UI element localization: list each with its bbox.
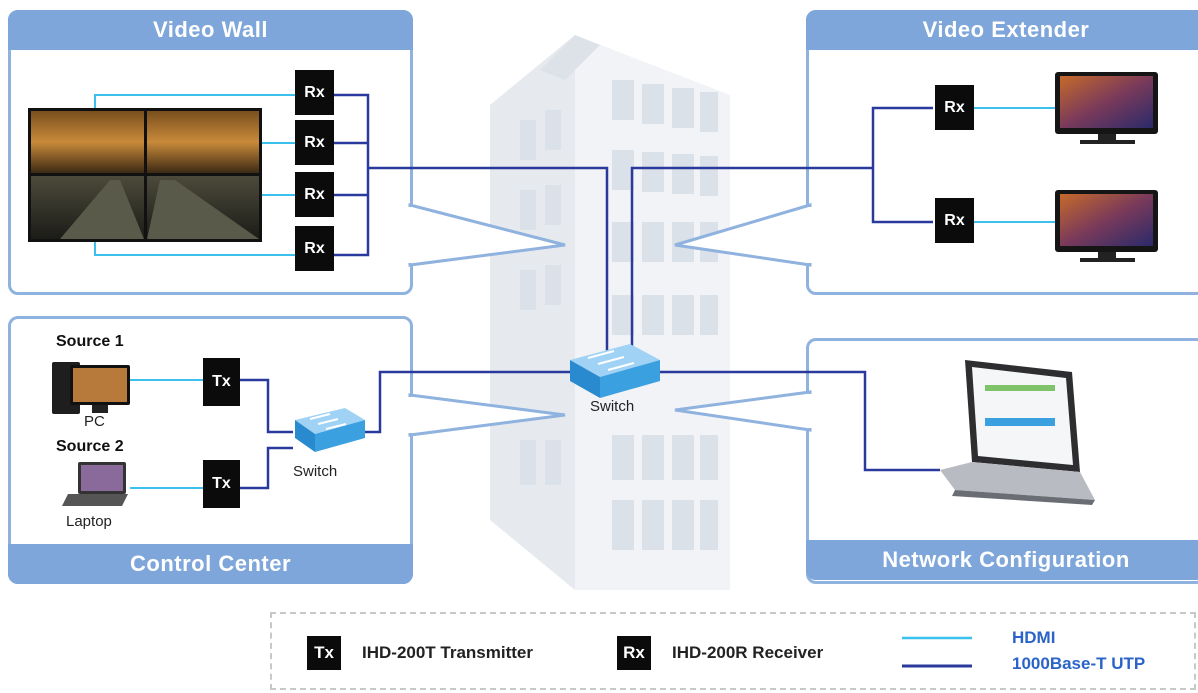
video-wall-rx-2: Rx: [295, 120, 334, 165]
legend-lines: [902, 636, 972, 668]
video-wall-rx-1: Rx: [295, 70, 334, 115]
control-tx-2: Tx: [203, 460, 240, 508]
laptop-label: Laptop: [66, 513, 112, 530]
laptop-small-icon: [62, 462, 128, 506]
source-2-label: Source 2: [56, 438, 124, 455]
pc-icon: [52, 362, 130, 414]
legend-tx-box: Tx: [307, 636, 341, 670]
video-extender-rx-1: Rx: [935, 85, 974, 130]
legend-rx-box: Rx: [617, 636, 651, 670]
control-switch-label: Switch: [293, 463, 338, 480]
pc-label: PC: [84, 413, 105, 430]
video-extender-rx-2: Rx: [935, 198, 974, 243]
legend-hdmi-label: HDMI: [1012, 628, 1056, 647]
control-center-title: Control Center: [8, 544, 413, 584]
control-tx-1: Tx: [203, 358, 240, 406]
control-switch-icon: [295, 408, 365, 452]
network-configuration-title: Network Configuration: [806, 540, 1198, 580]
video-extender-title: Video Extender: [806, 10, 1198, 50]
tv-1: [1055, 72, 1158, 144]
central-switch-label: Switch: [590, 398, 635, 415]
source-1-label: Source 1: [56, 333, 124, 350]
legend-utp-label: 1000Base-T UTP: [1012, 654, 1146, 673]
legend: Tx IHD-200T Transmitter Rx IHD-200R Rece…: [270, 612, 1196, 690]
video-wall-rx-4: Rx: [295, 226, 334, 271]
central-switch-icon: [570, 344, 660, 398]
legend-rx-label: IHD-200R Receiver: [672, 643, 824, 662]
video-wall-rx-3: Rx: [295, 172, 334, 217]
video-wall-title: Video Wall: [8, 10, 413, 50]
legend-tx-label: IHD-200T Transmitter: [362, 643, 533, 662]
tv-2: [1055, 190, 1158, 262]
laptop-large-icon: [940, 360, 1095, 505]
